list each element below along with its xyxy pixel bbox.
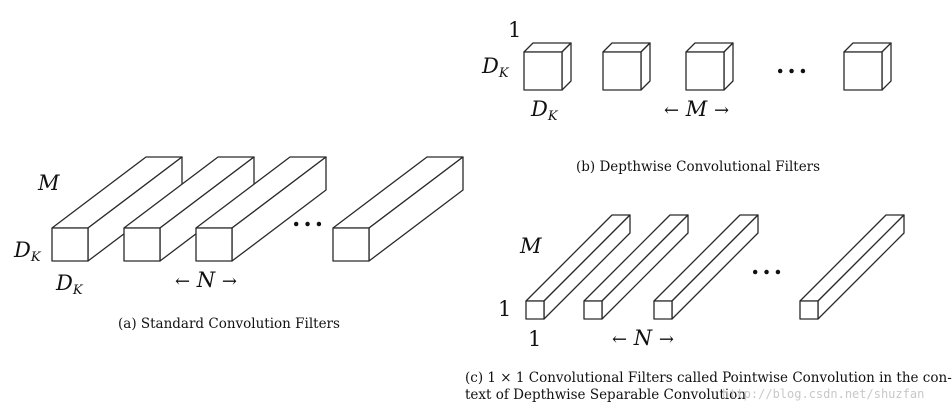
panel-b-filter-4 [843,42,892,91]
panel-c-filter-4 [799,214,905,320]
convolution-filters-figure: M DK DK ... ← N → (a) Standard Convoluti… [14,18,952,403]
panel-a-count-arrow: ← N → [175,268,237,292]
panel-b-depth-label: 1 [508,18,522,42]
panel-b-width-label: DK [531,97,558,124]
panel-c-count-arrow: ← N → [612,326,674,350]
panel-c-filter-1 [525,214,631,320]
panel-c-caption-line2: text of Depthwise Separable Convolution [465,387,746,403]
panel-c-caption-line1: (c) 1 × 1 Convolutional Filters called P… [465,370,952,386]
filter-shapes-canvas [51,42,905,320]
panel-a-depth-label: M [38,171,60,195]
panel-c-filter-3 [653,214,759,320]
panel-a-filter-4 [332,156,464,262]
panel-c-width-label: 1 [528,327,542,351]
panel-c-filter-2 [583,214,689,320]
panel-a-height-label: DK [14,238,41,265]
panel-a-width-label: DK [56,271,83,298]
panel-b-ellipsis: ... [776,50,811,79]
panel-b-caption: (b) Depthwise Convolutional Filters [576,159,821,175]
panel-b-count-arrow: ← M → [664,97,730,121]
panel-a-caption: (a) Standard Convolution Filters [118,316,340,332]
panel-a-filter-1 [51,156,183,262]
panel-b-filter-1 [523,42,572,91]
panel-b-height-label: DK [482,54,509,81]
panel-a-filter-3 [195,156,327,262]
panel-b-filter-3 [685,42,734,91]
watermark: http://blog.csdn.net/shuzfan [722,387,925,401]
panel-c-height-label: 1 [498,297,512,321]
panel-c-ellipsis: ... [751,251,786,280]
panel-c-depth-label: M [520,234,542,258]
panel-b-filter-2 [602,42,651,91]
panel-a-ellipsis: ... [292,203,327,232]
